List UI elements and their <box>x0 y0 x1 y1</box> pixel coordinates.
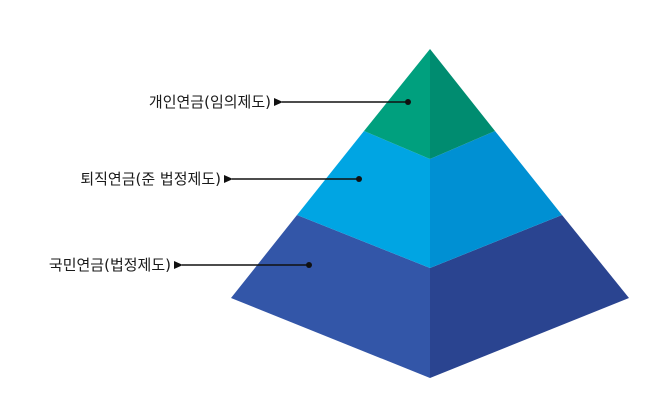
callout-national-pension: 국민연금(법정제도) <box>49 256 312 274</box>
pyramid-tier-personal-pension <box>364 49 495 159</box>
tier-label-personal-pension: 개인연금(임의제도) <box>149 93 271 111</box>
pyramid-tier-retirement-pension <box>297 131 562 268</box>
tier-1-right-face <box>430 49 495 159</box>
tier-3-left-face <box>231 215 430 378</box>
tier-1-left-face <box>364 49 430 159</box>
tier-2-left-face <box>297 131 430 268</box>
tier-3-right-face <box>430 215 629 378</box>
tier-label-retirement-pension: 퇴직연금(준 법정제도) <box>80 170 221 188</box>
tier-label-national-pension: 국민연금(법정제도) <box>49 256 171 274</box>
tier-2-right-face <box>430 131 562 268</box>
callout-retirement-pension: 퇴직연금(준 법정제도) <box>80 170 362 188</box>
callout-personal-pension: 개인연금(임의제도) <box>149 93 411 111</box>
pyramid-tier-national-pension <box>231 215 629 378</box>
